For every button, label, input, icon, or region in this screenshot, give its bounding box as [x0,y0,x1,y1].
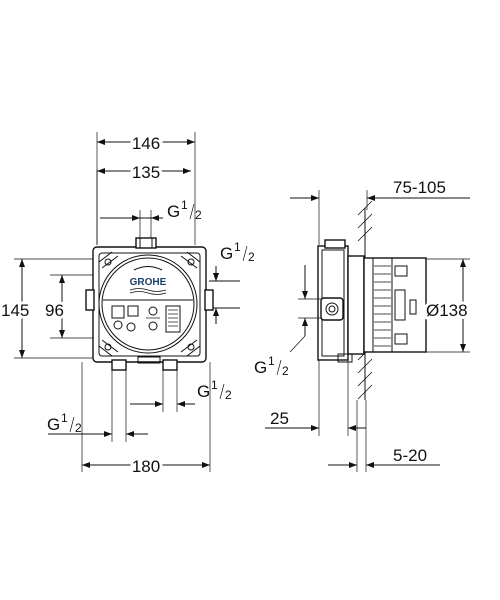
thread-top-num: 1 [181,198,188,212]
thread-side: G 1 2 [254,265,322,378]
dim-145: 145 [0,258,97,359]
thread-right-g: G [220,244,233,263]
dim-5-20-label: 5-20 [393,446,427,465]
dim-25: 25 [265,360,366,436]
dim-145-label: 145 [1,301,29,320]
dim-96-label: 96 [45,301,64,320]
thread-top: G 1 2 [100,198,202,245]
thread-bottom-left-den: 2 [75,421,82,435]
thread-bottom-left: G 1 2 [47,370,148,442]
grohe-logo: GROHE [130,277,167,288]
thread-top-g: G [167,202,180,221]
dim-96: 96 [42,274,100,339]
dim-135: 135 [97,160,191,185]
mounting-box: GROHE [85,237,214,371]
dim-75-105: 75-105 [290,178,470,245]
dim-146: 146 [97,131,195,156]
thread-right: G 1 2 [209,240,255,324]
thread-right-den: 2 [248,250,255,264]
front-view: 146 135 G 1 2 [0,131,255,479]
thread-top-den: 2 [195,208,202,222]
dim-138-label: Ø138 [426,301,468,320]
side-view: 75-105 [254,178,471,472]
dim-138: Ø138 [423,258,471,353]
thread-right-num: 1 [234,240,241,254]
thread-bottom-right-num: 1 [211,378,218,392]
dim-25-label: 25 [270,409,289,428]
dim-146-label: 146 [132,134,160,153]
dim-180-label: 180 [132,457,160,476]
thread-bottom-right-den: 2 [225,388,232,402]
thread-bottom-left-g: G [47,415,60,434]
dim-180: 180 [81,362,211,479]
dim-75-105-label: 75-105 [393,178,446,197]
thread-side-den: 2 [282,364,289,378]
thread-bottom-right-g: G [197,382,210,401]
thread-side-num: 1 [268,354,275,368]
thread-side-g: G [254,358,267,377]
housing [317,239,427,363]
thread-bottom-right: G 1 2 [130,370,232,412]
dim-135-label: 135 [132,163,160,182]
thread-bottom-left-num: 1 [61,411,68,425]
dim-5-20: 5-20 [328,400,440,472]
